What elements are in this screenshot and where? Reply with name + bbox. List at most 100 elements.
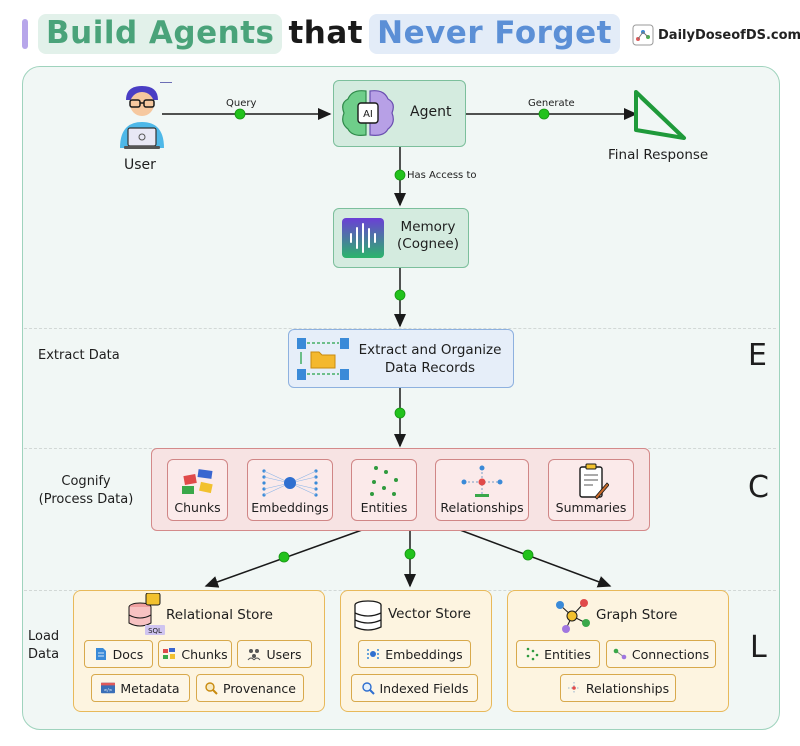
extract-box-label: Extract and Organize Data Records: [349, 341, 511, 377]
has-access-label: Has Access to: [407, 170, 477, 181]
chunks-icon: [182, 469, 213, 494]
chunks-mini-icon: [162, 647, 176, 661]
card-embeddings-label: Embeddings: [251, 500, 329, 515]
title-part-2: that: [288, 15, 364, 51]
query-label: Query: [226, 98, 257, 109]
generate-label: Generate: [528, 98, 575, 109]
section-divider-extract-top: [24, 328, 776, 329]
ai-chip-text: AI: [363, 109, 373, 120]
chip-users: Users: [237, 640, 312, 668]
agent-box: AI Agent: [333, 80, 466, 147]
users-icon: [247, 647, 261, 661]
metadata-icon: </>: [101, 681, 116, 695]
card-relationships-label: Relationships: [440, 500, 524, 515]
cognify-section-label: Cognify (Process Data): [26, 473, 146, 509]
extract-records-icon: [297, 338, 349, 380]
extract-section-label: Extract Data: [38, 348, 120, 363]
provenance-search-icon: [204, 681, 218, 695]
entities-icon: [370, 466, 398, 496]
card-relationships: Relationships: [435, 459, 529, 521]
brand-logo-icon: [632, 24, 654, 46]
card-chunks: Chunks: [167, 459, 228, 521]
cognee-logo-icon: [342, 218, 384, 258]
dot-extract-cognify: [394, 407, 406, 419]
dot-relational: [278, 551, 290, 563]
chip-vector-embeddings-label: Embeddings: [385, 646, 463, 662]
final-response-icon: [634, 90, 686, 140]
extract-box-line2: Data Records: [384, 360, 476, 376]
brand-text: DailyDoseofDS.com: [658, 27, 800, 43]
cognify-label-line1: Cognify: [61, 474, 111, 489]
dot-generate: [538, 108, 550, 120]
memory-box: Memory (Cognee): [333, 208, 469, 268]
load-section-label: Load Data: [28, 628, 59, 664]
load-letter: L: [750, 630, 767, 665]
relational-store-title: Relational Store: [166, 607, 273, 623]
connections-icon: [613, 647, 627, 661]
svg-text:</>: </>: [104, 688, 113, 694]
sql-tag: SQL: [148, 627, 162, 635]
user-avatar-icon: [120, 82, 172, 149]
brand: DailyDoseofDS.com: [632, 24, 800, 46]
indexed-search-icon: [361, 681, 375, 695]
dot-graph: [522, 549, 534, 561]
summaries-clipboard-icon: [579, 463, 609, 500]
relationships-icon: [461, 465, 503, 497]
edge-cognify-graph: [459, 529, 612, 588]
card-summaries: Summaries: [548, 459, 634, 521]
title-part-3: Never Forget: [369, 14, 620, 54]
chip-graph-entities-label: Entities: [544, 646, 591, 662]
database-sql-icon: SQL: [128, 593, 165, 635]
embeddings-icon: [262, 469, 318, 497]
ai-brain-icon: AI: [342, 90, 394, 136]
card-entities: Entities: [351, 459, 417, 521]
title-accent-bar: [22, 19, 28, 49]
chip-indexed-fields: Indexed Fields: [351, 674, 478, 702]
cognify-label-line2: (Process Data): [38, 492, 134, 507]
card-chunks-label: Chunks: [174, 500, 221, 515]
chip-connections-label: Connections: [631, 646, 710, 662]
memory-label-line2: (Cognee): [397, 236, 459, 252]
chip-provenance-label: Provenance: [223, 680, 296, 696]
graph-network-icon: [556, 599, 590, 633]
extract-letter: E: [748, 338, 767, 373]
vector-store-title: Vector Store: [388, 606, 471, 622]
memory-label: Memory (Cognee): [390, 219, 466, 253]
agent-label: Agent: [410, 104, 452, 120]
dot-access: [394, 169, 406, 181]
chip-provenance: Provenance: [196, 674, 304, 702]
chip-chunks-label: Chunks: [181, 646, 228, 662]
card-embeddings: Embeddings: [247, 459, 333, 521]
memory-label-line1: Memory: [400, 219, 456, 235]
vector-database-icon: [354, 600, 382, 631]
graph-store-title: Graph Store: [596, 607, 678, 623]
chip-docs-label: Docs: [112, 646, 144, 662]
cognify-letter: C: [748, 470, 769, 505]
chip-metadata: </> Metadata: [91, 674, 190, 702]
card-entities-label: Entities: [360, 500, 408, 515]
chip-graph-relationships: Relationships: [560, 674, 676, 702]
card-summaries-label: Summaries: [555, 500, 627, 515]
chip-chunks: Chunks: [158, 640, 232, 668]
relationships-mini-icon: [567, 681, 581, 695]
chip-graph-relationships-label: Relationships: [585, 680, 670, 696]
title-part-1: Build Agents: [38, 14, 283, 54]
extract-box-line1: Extract and Organize: [358, 342, 502, 358]
final-response-label: Final Response: [608, 147, 709, 163]
load-label-line1: Load: [28, 629, 60, 644]
entities-mini-icon: [525, 647, 539, 661]
embeddings-mini-icon: [366, 647, 380, 661]
chip-graph-entities: Entities: [516, 640, 600, 668]
chip-docs: Docs: [84, 640, 153, 668]
chip-connections: Connections: [606, 640, 716, 668]
dot-memory-extract: [394, 289, 406, 301]
load-label-line2: Data: [28, 647, 60, 662]
page-title: Build Agents that Never Forget: [22, 12, 620, 56]
chip-users-label: Users: [266, 646, 302, 662]
user-label: User: [124, 157, 156, 173]
dot-vector: [404, 548, 416, 560]
docs-icon: [94, 647, 108, 661]
chip-metadata-label: Metadata: [120, 680, 180, 696]
chip-vector-embeddings: Embeddings: [358, 640, 471, 668]
